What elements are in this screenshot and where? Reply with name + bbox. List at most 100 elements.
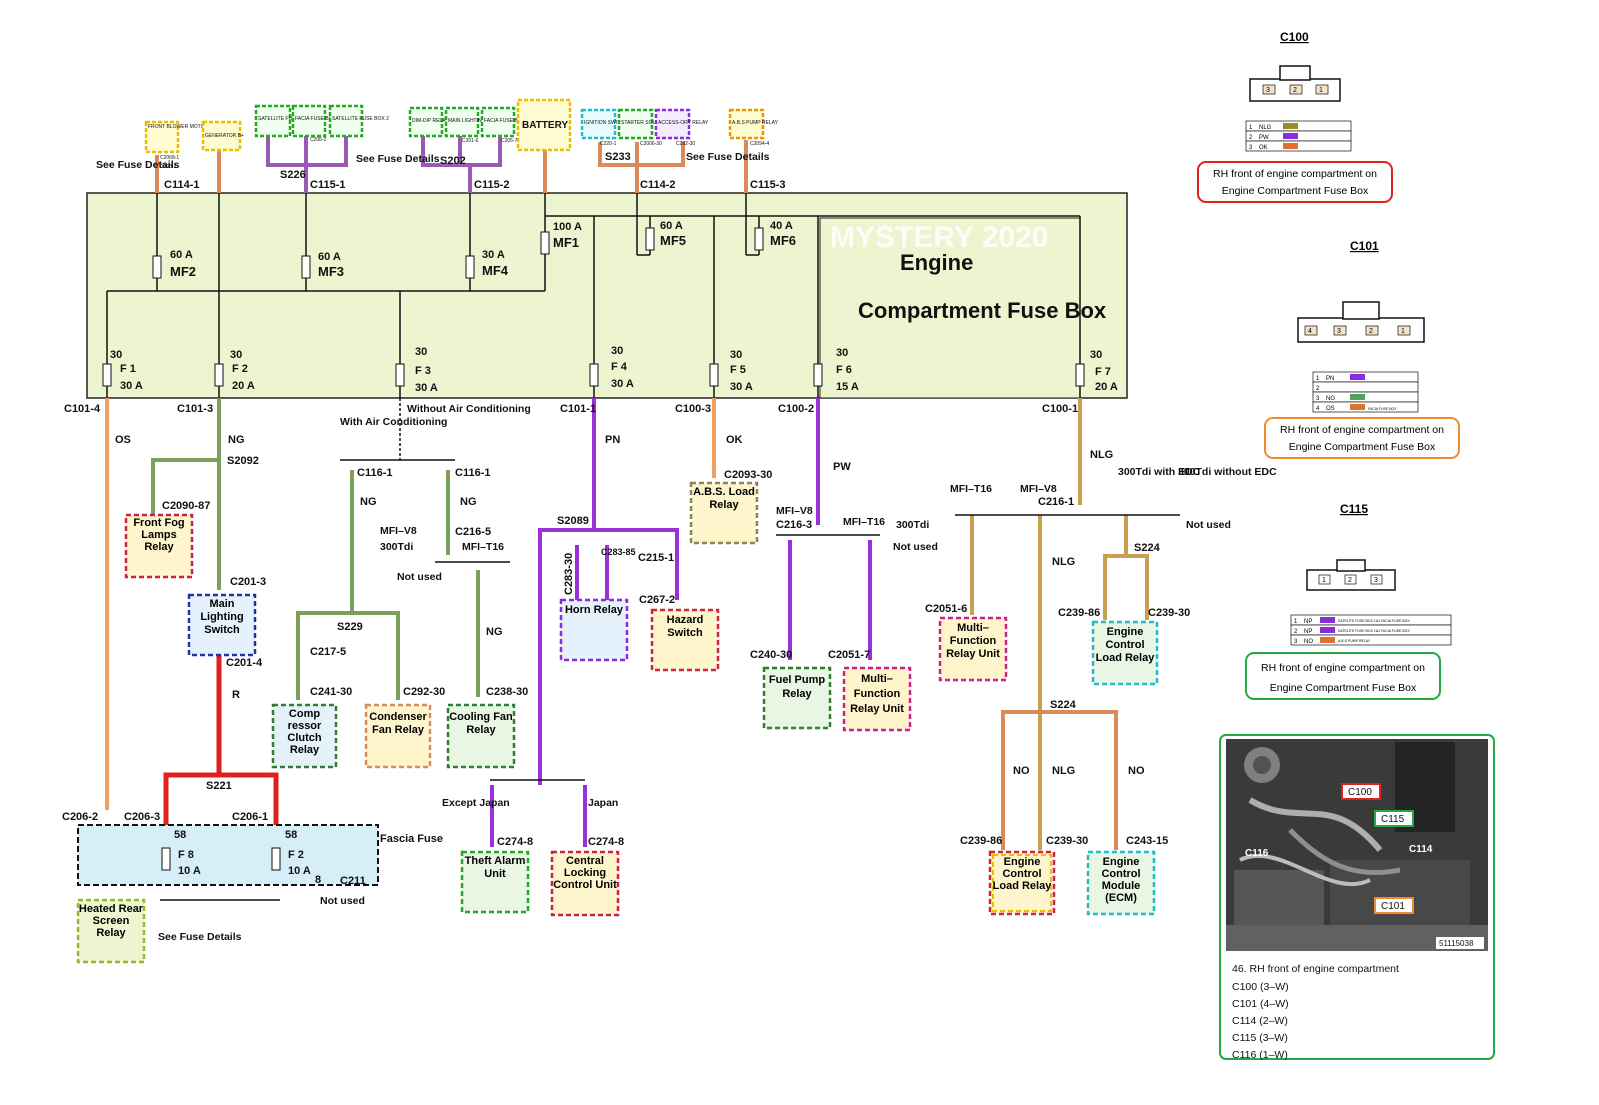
f2-amps: 20 A: [232, 380, 255, 392]
c101-pin-3: 3: [1337, 328, 1341, 335]
hazard-switch-label: Hazard Switch: [666, 614, 704, 639]
panel-c101: C101 4 3 2 1 1 PN 2 3 NG 4 OS FACIA FUSE…: [1264, 239, 1460, 459]
c101-row4-pin: 4: [1316, 406, 1320, 412]
conn-c239-86-a: C239-86: [1058, 607, 1100, 619]
bus-lines: [160, 398, 1180, 901]
comp-front-blower: FRONT BLOWER MOTOR RELAY: [148, 124, 226, 130]
photo-tag-c116: C116: [1245, 848, 1269, 859]
condenser-fan-relay: [364, 703, 432, 769]
conn-c216-3: C216-3: [776, 519, 812, 531]
comp-battery: BATTERY: [522, 120, 568, 131]
see-fuse-labels: See Fuse Details See Fuse Details See Fu…: [96, 151, 770, 943]
splice-s226: S226: [280, 169, 306, 181]
heated-rear-screen-relay: [76, 898, 146, 964]
f5-amps: 30 A: [730, 381, 753, 393]
panel-c100-title: C100: [1280, 30, 1309, 44]
wire-ng-4: NG: [486, 626, 503, 638]
fuse-box-title-2: Compartment Fuse Box: [858, 298, 1107, 323]
theft-alarm-label: Theft Alarm Unit: [464, 855, 526, 880]
photo-list-c114: C114 (2–W): [1232, 1015, 1288, 1027]
conn-c211: C211: [340, 875, 366, 887]
heated-rear-screen-label: Heated Rear Screen Relay: [78, 903, 144, 939]
photo-list-c100: C100 (3–W): [1232, 981, 1289, 993]
pin-c2094-4: C2094-4: [750, 141, 769, 147]
c100-caption: RH front of engine compartment on Engine…: [1212, 168, 1377, 197]
conn-c101-1: C101-1: [560, 403, 596, 415]
label-300tdi-a: 300Tdi: [380, 541, 413, 553]
wire-ng-3: NG: [460, 496, 477, 508]
fuse-box-title-1: Engine: [900, 250, 973, 275]
c100-row1-code: NLG: [1259, 125, 1272, 131]
c101-caption: RH front of engine compartment on Engine…: [1279, 424, 1444, 453]
f2-id: F 2: [232, 363, 248, 375]
conn-c283-85: C283-85: [601, 547, 636, 557]
c115-caption: RH front of engine compartment on Engine…: [1260, 662, 1425, 694]
f5-id: F 5: [730, 364, 746, 376]
conn-c215-1: C215-1: [638, 552, 674, 564]
c100-pin-2: 2: [1293, 87, 1297, 94]
label-mfi-t16-c: MFI–T16: [950, 483, 992, 495]
conn-c239-86-b: C239-86: [960, 835, 1002, 847]
conn-c100-2: C100-2: [778, 403, 814, 415]
c101-caption-box: [1264, 417, 1460, 459]
comp-main-lighting: MAIN LIGHTING SWITCH: [448, 118, 507, 124]
wire-pn: PN: [605, 434, 620, 446]
fuel-pump-relay: [762, 666, 832, 730]
fascia-f2: F 2: [288, 849, 304, 861]
multi-function-relay-unit-1: [842, 666, 912, 732]
condenser-label: Condenser Fan Relay: [369, 711, 427, 736]
conn-c114-2: C114-2: [640, 179, 675, 191]
conn-c2090-87: C2090-87: [162, 500, 210, 512]
wire-no-2: NO: [1128, 765, 1145, 777]
bottom-wires: [105, 398, 1149, 850]
conn-c100-3: C100-3: [675, 403, 711, 415]
mf2-amps: 60 A: [170, 249, 193, 261]
panel-c101-title: C101: [1350, 239, 1379, 253]
wire-no-1: NO: [1013, 765, 1030, 777]
splice-s233: S233: [605, 151, 631, 163]
f1-num: 30: [110, 349, 122, 361]
engine-control-load-relay-2: [988, 850, 1056, 916]
conn-c100-1: C100-1: [1042, 403, 1078, 415]
comp-accessory: ACCESS-ORY RELAY: [658, 120, 709, 126]
label-japan: Japan: [588, 797, 618, 809]
label-300tdi-noedc: 300Tdi without EDC: [1178, 466, 1277, 478]
top-connector-labels: C114-1 C115-1 C115-2 C114-2 C115-3 S226 …: [164, 151, 785, 191]
label-without-ac: Without Air Conditioning: [407, 403, 531, 415]
photo-tag-c100: C100: [1348, 787, 1372, 798]
fascia-f8: F 8: [178, 849, 194, 861]
splice-s2089: S2089: [557, 515, 589, 527]
see-fuse-4: See Fuse Details: [158, 931, 242, 943]
conn-c201-4: C201-4: [226, 657, 263, 669]
mf1-id: MF1: [553, 235, 579, 250]
conn-c115-3: C115-3: [750, 179, 785, 191]
c115-row1-pin: 1: [1294, 619, 1298, 625]
conn-c274-8-a: C274-8: [497, 836, 533, 848]
c115-row3-code: NO: [1304, 639, 1313, 645]
comp-facia-fuse-2: FACIA FUSE BOX: [484, 118, 526, 124]
c115-pin-1: 1: [1322, 577, 1326, 584]
fuse-symbols: [102, 363, 1085, 387]
comp-starter: STARTER SOLENOID: [621, 120, 671, 126]
f4-id: F 4: [611, 361, 628, 373]
c101-row1-code: PN: [1326, 376, 1334, 382]
f7-num: 30: [1090, 349, 1102, 361]
c100-caption-box: [1197, 161, 1393, 203]
conn-c241-30: C241-30: [310, 686, 352, 698]
engine-control-load-relay-1: [1091, 620, 1159, 686]
conn-c239-30-a: C239-30: [1148, 607, 1190, 619]
conn-c239-30-b: C239-30: [1046, 835, 1088, 847]
top-feeds: [155, 135, 748, 193]
mf4-amps: 30 A: [482, 249, 505, 261]
fascia-labels: 58 58 F 8 10 A F 2 10 A 8 Fascia Fuse: [174, 829, 443, 886]
conn-c216-1: C216-1: [1038, 496, 1074, 508]
c101-pin-4: 4: [1308, 328, 1312, 335]
c101-pin-2: 2: [1369, 328, 1373, 335]
f3-id: F 3: [415, 365, 431, 377]
fascia-58b: 58: [285, 829, 297, 841]
panel-c115: C115 1 2 3 1 NP SATELITE FUSE BOX 1&2 FA…: [1245, 502, 1452, 700]
conn-c116-1-b: C116-1: [455, 467, 490, 479]
f7-id: F 7: [1095, 366, 1111, 378]
comp-generator: GENERATOR B+: [205, 133, 244, 139]
